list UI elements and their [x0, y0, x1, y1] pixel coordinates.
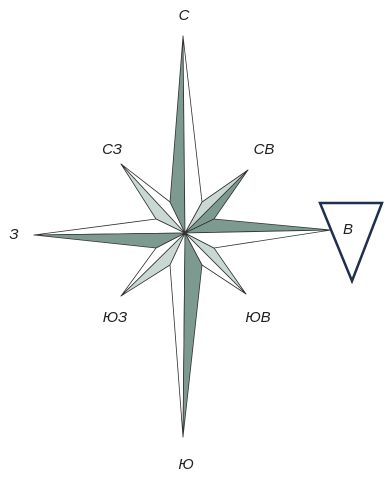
east-highlight-triangle	[320, 203, 382, 281]
label-west: З	[9, 226, 18, 243]
n-point-left-half	[170, 36, 185, 233]
label-northwest: СЗ	[102, 141, 122, 158]
label-southwest: ЮЗ	[103, 309, 128, 326]
label-south: Ю	[178, 456, 193, 473]
label-southeast: ЮВ	[245, 309, 270, 326]
s-point-left-half	[170, 233, 185, 437]
n-point-right-half	[183, 36, 202, 233]
label-north: С	[179, 7, 190, 24]
label-east: В	[343, 221, 353, 238]
s-point-right-half	[183, 233, 202, 437]
label-northeast: СВ	[254, 141, 275, 158]
